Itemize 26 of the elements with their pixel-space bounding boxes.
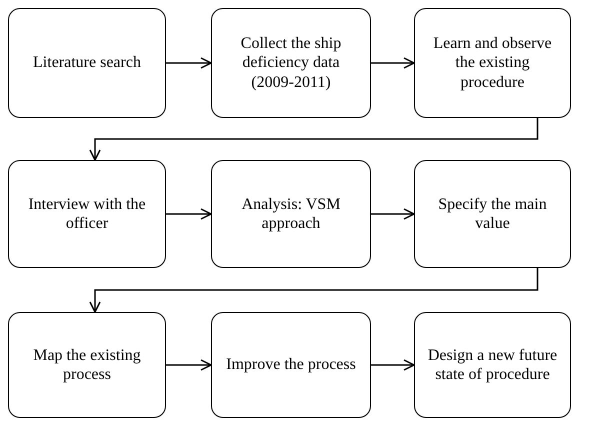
process-box bbox=[414, 8, 571, 118]
arrow bbox=[371, 208, 415, 220]
process-box bbox=[414, 312, 571, 418]
arrow bbox=[166, 208, 212, 220]
box-text: Analysis: VSM approach bbox=[240, 194, 342, 234]
process-box bbox=[8, 312, 166, 418]
arrow bbox=[89, 268, 538, 313]
arrow bbox=[371, 57, 415, 69]
process-box bbox=[211, 312, 371, 418]
box-text: Map the existing process bbox=[32, 346, 142, 384]
process-box bbox=[414, 160, 571, 268]
box-text: Design a new future state of procedure bbox=[426, 346, 558, 384]
box-text: Specify the main value bbox=[437, 194, 548, 234]
arrow bbox=[371, 359, 415, 371]
box-text: Interview with the officer bbox=[27, 194, 147, 234]
box-text: Collect the ship deficiency data (2009-2011) bbox=[240, 34, 342, 92]
box-text: Improve the process bbox=[226, 355, 356, 375]
box-text: Learn and observe the existing procedure bbox=[432, 34, 553, 92]
arrow bbox=[166, 359, 212, 371]
process-box bbox=[211, 8, 371, 118]
process-box bbox=[211, 160, 371, 268]
arrow bbox=[166, 57, 212, 69]
process-box bbox=[8, 8, 166, 118]
process-box bbox=[8, 160, 166, 268]
arrow bbox=[89, 118, 538, 161]
box-text: Literature search bbox=[33, 53, 141, 73]
